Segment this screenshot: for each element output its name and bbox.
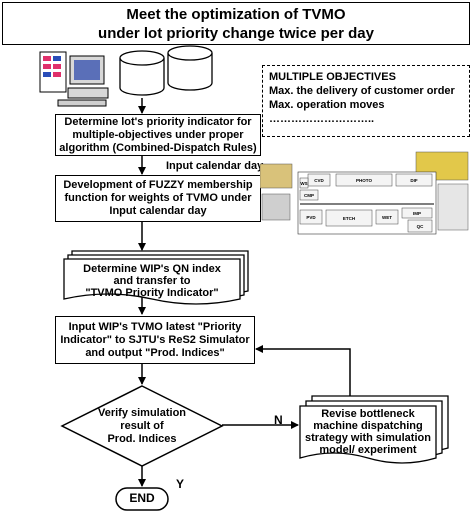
- step4-line1: Input WIP's TVMO latest "Priority: [68, 320, 242, 333]
- revise-line2: machine dispatching: [313, 420, 423, 432]
- revise-line4: model/ experiment: [319, 444, 417, 456]
- revise-line3: strategy with simulation: [305, 432, 431, 444]
- step1-line3: algorithm (Combined-Dispatch Rules): [59, 141, 257, 154]
- end-terminator: [115, 487, 169, 511]
- step2-line2: function for weights of TVMO under: [64, 192, 252, 204]
- objective-item-3: ………………………..: [269, 113, 375, 125]
- multiple-objectives-box: MULTIPLE OBJECTIVES Max. the delivery of…: [262, 65, 470, 137]
- computer-icon: [39, 51, 109, 107]
- fab-area-label: CVD: [314, 178, 324, 183]
- database-icon: [119, 45, 213, 96]
- fab-area-label: ETCH: [343, 216, 355, 221]
- yes-label: Y: [176, 477, 185, 491]
- decision-text: Verify simulation result of Prod. Indice…: [82, 407, 202, 446]
- fab-area-etch: [325, 209, 373, 227]
- fab-area-wet: [375, 209, 399, 225]
- decision-line1: Verify simulation: [97, 407, 187, 419]
- decision-line3: Prod. Indices: [107, 433, 177, 445]
- equipment-photo-right: [437, 183, 469, 231]
- fab-area-label: WET: [382, 215, 392, 220]
- objectives-heading: MULTIPLE OBJECTIVES: [269, 71, 396, 83]
- fab-layout-illustration: CVD PHOTO DIF CMP PVD ETCH WET IMP WS QC: [260, 151, 469, 235]
- fab-area-label: CMP: [304, 193, 314, 198]
- fab-area-label: QC: [417, 224, 425, 229]
- objective-item-1: Max. the delivery of customer order: [269, 85, 455, 97]
- equipment-photo-top-right: [415, 151, 469, 181]
- no-label: N: [274, 413, 283, 427]
- fab-area-imp: [401, 207, 433, 219]
- fab-area-ws: [299, 177, 309, 189]
- step4-line2: Indicator" to SJTU's ReS2 Simulator: [60, 333, 250, 346]
- fab-area-label: PVD: [306, 215, 316, 220]
- fab-area-pvd: [299, 209, 323, 225]
- fab-area-label: DIF: [410, 178, 418, 183]
- step1-line1: Determine lot's priority indicator for: [64, 115, 252, 128]
- step3-document-stack: [63, 250, 249, 305]
- diagram-title: Meet the optimization of TVMO under lot …: [2, 2, 470, 45]
- equipment-photo-left: [260, 163, 293, 189]
- step2-line1: Development of FUZZY membership: [63, 179, 253, 191]
- fab-area-cmp: [299, 189, 319, 201]
- step3-line2: and transfer to: [113, 275, 191, 287]
- title-line-1: Meet the optimization of TVMO: [126, 6, 346, 23]
- step4-box: Input WIP's TVMO latest "Priority Indica…: [55, 316, 255, 364]
- equipment-photo-left-2: [261, 193, 291, 221]
- step1-line2: multiple-objectives under proper: [72, 128, 244, 141]
- connector-revise-step4: [255, 345, 351, 400]
- revise-document-stack: [299, 395, 449, 464]
- fab-area-photo: [335, 173, 393, 187]
- title-line-2: under lot priority change twice per day: [98, 25, 374, 42]
- step2-line3: Input calendar day: [109, 205, 207, 217]
- input-calendar-label: Input calendar day: [166, 160, 264, 172]
- fab-area-label: IMP: [413, 211, 421, 216]
- fab-area-dif: [395, 173, 433, 187]
- step1-box: Determine lot's priority indicator for m…: [55, 114, 261, 156]
- fab-area-label: WS: [300, 181, 307, 186]
- fab-area-label: PHOTO: [356, 178, 372, 183]
- fab-area-qc: [407, 219, 433, 233]
- step4-line3: and output "Prod. Indices": [85, 346, 225, 359]
- step3-line3: "TVMO Priority Indicator": [85, 287, 219, 299]
- objective-item-2: Max. operation moves: [269, 99, 385, 111]
- step3-text: Determine WIP's QN index and transfer to…: [64, 263, 240, 299]
- revise-text: Revise bottleneck machine dispatching st…: [300, 408, 436, 456]
- step2-box: Development of FUZZY membership function…: [55, 175, 261, 222]
- decision-line2: result of: [120, 420, 164, 432]
- decision-diamond: [60, 385, 224, 467]
- revise-line1: Revise bottleneck: [321, 408, 415, 420]
- end-label: END: [129, 491, 155, 505]
- step3-line1: Determine WIP's QN index: [83, 263, 221, 275]
